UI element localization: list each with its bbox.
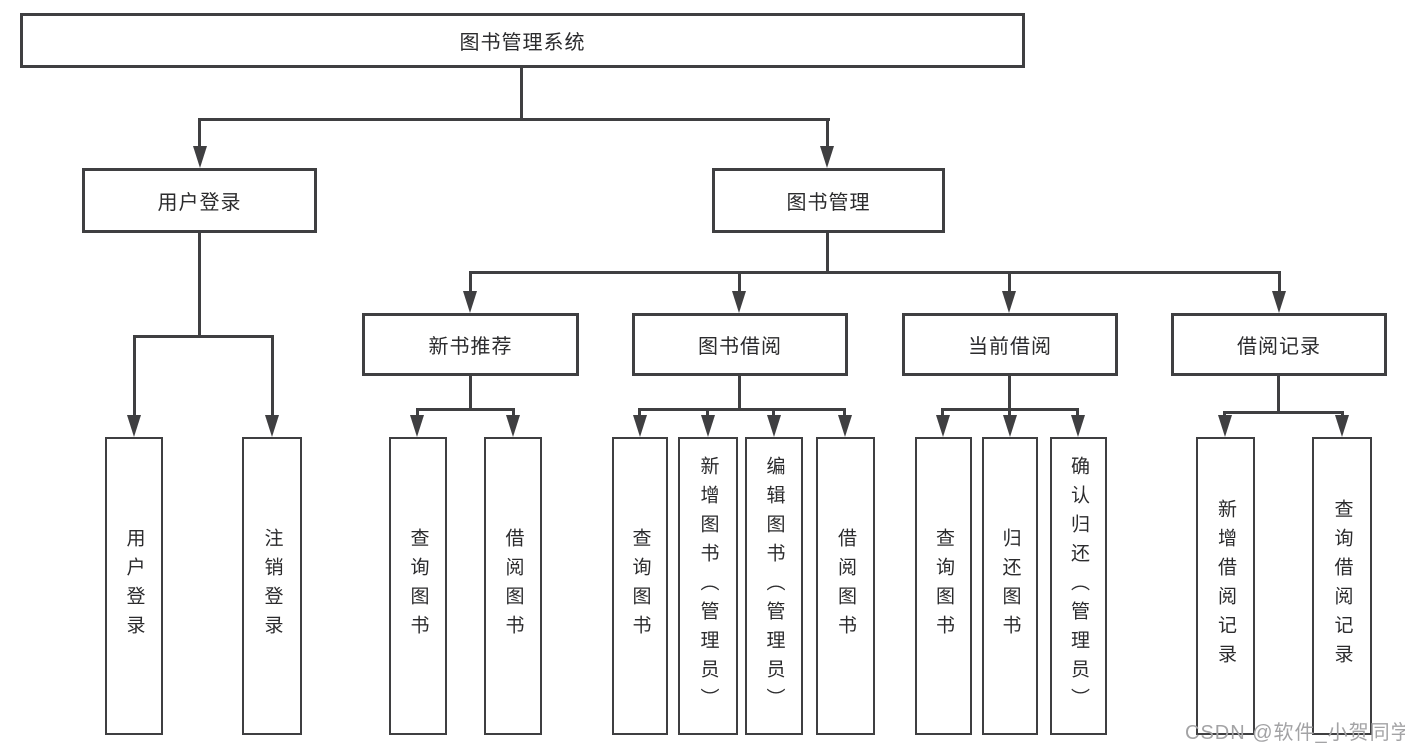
leaf-borrow-query-label: 查询图书	[629, 528, 651, 644]
connector-arrowhead	[701, 415, 715, 437]
leaf-user-login-label: 用户登录	[123, 528, 145, 644]
leaf-borrow-add: 新增图书（管理员）	[678, 437, 738, 735]
leaf-newbook-borrow: 借阅图书	[484, 437, 542, 735]
leaf-borrow-edit: 编辑图书（管理员）	[745, 437, 803, 735]
leaf-user-login: 用户登录	[105, 437, 163, 735]
connector-arrowhead	[732, 291, 746, 313]
leaf-current-query-label: 查询图书	[933, 528, 954, 644]
connector-leaf-stem	[1076, 408, 1079, 417]
connector-arrowhead	[506, 415, 520, 437]
leaf-newbook-query-label: 查询图书	[407, 528, 429, 644]
leaf-current-return: 归还图书	[982, 437, 1038, 735]
leaf-borrow-query: 查询图书	[612, 437, 668, 735]
connector-arrowhead	[410, 415, 424, 437]
connector-arrowhead	[820, 146, 834, 168]
connector-l3-stem	[469, 271, 472, 292]
leaf-record-add: 新增借阅记录	[1196, 437, 1255, 735]
connector-arrowhead	[1335, 415, 1349, 437]
node-current-borrow: 当前借阅	[902, 313, 1118, 376]
node-book-borrow-label: 图书借阅	[698, 336, 782, 358]
connector-arrowhead	[838, 415, 852, 437]
connector-leaf-stem	[843, 408, 846, 417]
leaf-logout: 注销登录	[242, 437, 302, 735]
connector-bookmgmt-down	[826, 233, 829, 271]
connector-arrowhead	[1003, 415, 1017, 437]
connector-arrowhead	[767, 415, 781, 437]
connector-arrowhead	[463, 291, 477, 313]
node-user-login: 用户登录	[82, 168, 317, 233]
connector-l3-stem	[1278, 271, 1281, 292]
leaf-current-query: 查询图书	[915, 437, 972, 735]
connector-userlogin-down	[198, 233, 201, 335]
node-current-borrow-label: 当前借阅	[968, 336, 1052, 358]
leaf-current-return-label: 归还图书	[999, 528, 1021, 644]
connector-l3-stem	[738, 271, 741, 292]
connector-arrowhead	[1071, 415, 1085, 437]
connector-arrowhead	[633, 415, 647, 437]
leaf-newbook-query: 查询图书	[389, 437, 447, 735]
csdn-watermark: CSDN @软件_小贺同学	[1185, 722, 1405, 744]
connector-leaf-stem	[1341, 411, 1344, 417]
connector-leaf-stem	[772, 408, 775, 417]
connector-arrowhead	[1002, 291, 1016, 313]
node-book-borrow: 图书借阅	[632, 313, 848, 376]
connector-arrowhead	[265, 415, 279, 437]
leaf-logout-label: 注销登录	[261, 528, 283, 644]
leaf-current-confirm-label: 确认归还（管理员）	[1068, 455, 1089, 717]
leaf-borrow-add-label: 新增图书（管理员）	[697, 455, 719, 717]
connector-l3-stem	[1008, 271, 1011, 292]
connector-borrowrecord-down	[1277, 376, 1280, 411]
leaf-current-confirm: 确认归还（管理员）	[1050, 437, 1107, 735]
node-borrow-record-label: 借阅记录	[1237, 336, 1321, 358]
connector-arrowhead	[1272, 291, 1286, 313]
connector-borrowrecord-bar	[1223, 411, 1344, 414]
connector-newbook-down	[469, 376, 472, 408]
connector-bookmgmt-stem	[826, 118, 829, 147]
connector-arrowhead	[193, 146, 207, 168]
leaf-borrow-edit-label: 编辑图书（管理员）	[763, 455, 785, 717]
node-borrow-record: 借阅记录	[1171, 313, 1387, 376]
leaf-record-query-label: 查询借阅记录	[1331, 499, 1353, 673]
node-book-mgmt: 图书管理	[712, 168, 945, 233]
node-new-book: 新书推荐	[362, 313, 579, 376]
leaf-borrow-book: 借阅图书	[816, 437, 875, 735]
connector-arrowhead	[127, 415, 141, 437]
node-root: 图书管理系统	[20, 13, 1025, 68]
connector-userlogin-bar	[133, 335, 274, 338]
connector-leaf-stem	[941, 408, 944, 417]
connector-leaf-stem	[512, 408, 515, 417]
connector-root-stem	[520, 68, 523, 118]
connector-leaf-stem	[416, 408, 419, 417]
connector-arrowhead	[936, 415, 950, 437]
node-new-book-label: 新书推荐	[428, 336, 513, 358]
leaf-borrow-book-label: 借阅图书	[835, 528, 856, 644]
connector-leaf-stem	[1008, 408, 1011, 417]
node-root-label: 图书管理系统	[459, 32, 586, 54]
leaf-newbook-borrow-label: 借阅图书	[502, 528, 524, 644]
leaf-record-add-label: 新增借阅记录	[1215, 499, 1236, 673]
connector-userlogin-stem	[198, 118, 201, 147]
leaf-record-query: 查询借阅记录	[1312, 437, 1372, 735]
connector-leaf-stem	[1223, 411, 1226, 417]
connector-root-bar	[199, 118, 830, 121]
connector-currentborrow-down	[1008, 376, 1011, 408]
connector-bookborrow-bar	[638, 408, 846, 411]
connector-leaf-stem	[133, 335, 136, 416]
connector-arrowhead	[1218, 415, 1232, 437]
connector-newbook-bar	[416, 408, 515, 411]
node-user-login-label: 用户登录	[157, 192, 242, 214]
connector-leaf-stem	[638, 408, 641, 417]
connector-bookborrow-down	[738, 376, 741, 408]
connector-leaf-stem	[706, 408, 709, 417]
connector-bookmgmt-bar	[469, 271, 1281, 274]
node-book-mgmt-label: 图书管理	[786, 192, 871, 214]
connector-leaf-stem	[271, 335, 274, 416]
